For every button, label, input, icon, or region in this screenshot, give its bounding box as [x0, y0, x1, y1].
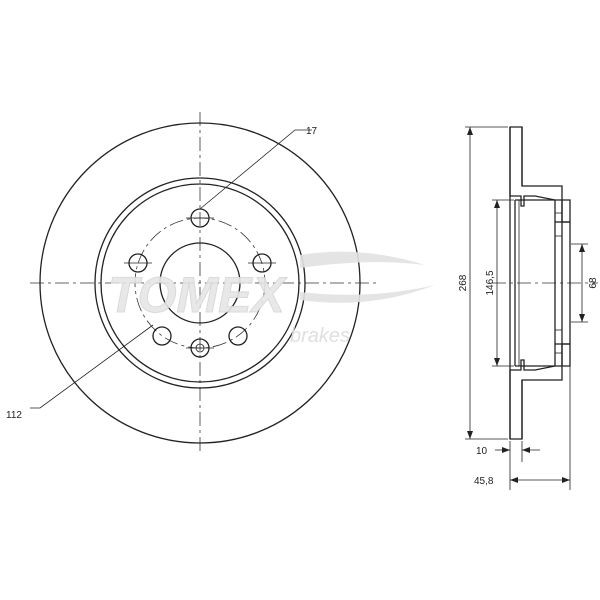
hole-leader-line — [199, 129, 312, 210]
bolt-hole — [228, 326, 248, 346]
watermark-sub: brakes — [290, 325, 350, 347]
dim-thickness: 10 — [476, 446, 488, 457]
watermark-swoosh — [300, 251, 425, 268]
friction-ring-inner-edge — [94, 177, 306, 389]
watermark: TOMEX brakes — [108, 251, 435, 347]
dim-center-bore: 68 — [588, 277, 599, 289]
bolt-circle-label: 112 — [6, 410, 22, 421]
hat-outer-edge — [100, 183, 300, 383]
center-bore — [159, 242, 241, 324]
bolt-circle-leader-line — [30, 324, 154, 409]
dim-hat-diameter: 146,5 — [485, 270, 496, 295]
side-view: 268 146,5 68 10 45,8 — [458, 126, 599, 490]
dim-total-height: 45,8 — [474, 476, 494, 487]
disc-outer-edge — [39, 122, 361, 444]
watermark-swoosh-lower — [300, 285, 435, 303]
dim-outer-diameter: 268 — [458, 274, 469, 291]
watermark-brand: TOMEX — [108, 267, 288, 323]
front-view: 17 112 — [6, 112, 380, 455]
bolt-hole — [152, 326, 172, 346]
hole-label: 17 — [306, 126, 318, 137]
bolt-holes — [124, 208, 276, 358]
